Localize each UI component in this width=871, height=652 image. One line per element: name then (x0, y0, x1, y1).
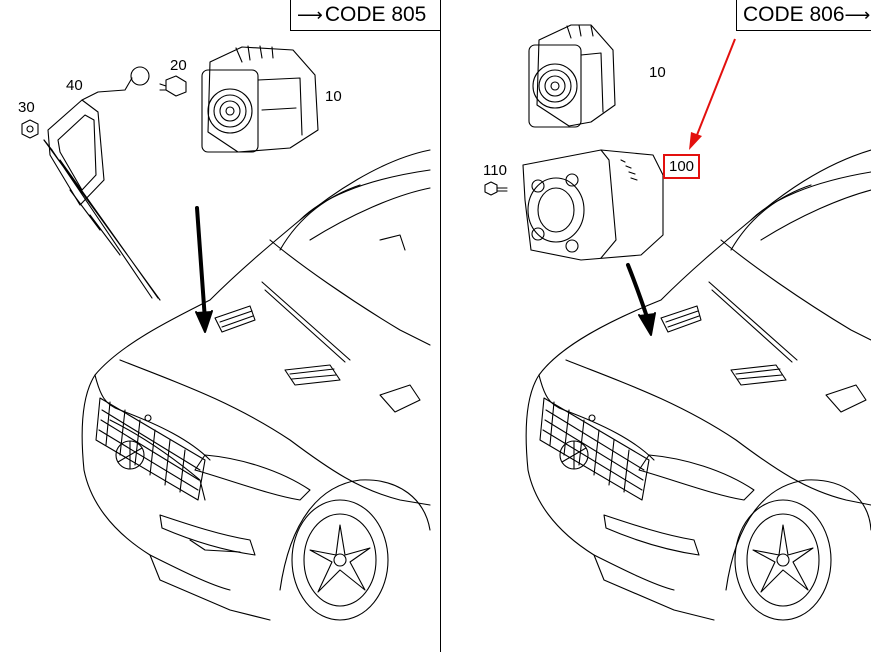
panel-code-806: CODE 806 ⟶ 10 110 100 (441, 0, 871, 652)
part-label-110: 110 (483, 162, 507, 179)
code-805-text: CODE 805 (324, 3, 427, 26)
code-arrow-icon: ⟶ (297, 4, 323, 25)
code-805-box: ⟶ CODE 805 (290, 0, 440, 31)
car-diagram-right (484, 24, 871, 621)
panel-divider (440, 0, 441, 652)
panel-code-805: ⟶ CODE 805 30 40 20 10 (18, 0, 440, 621)
car-diagram-left (21, 45, 431, 621)
part-label-20: 20 (170, 57, 187, 74)
part-label-40: 40 (66, 77, 83, 94)
part-label-10: 10 (325, 88, 342, 105)
code-arrow-icon: ⟶ (844, 4, 871, 25)
code-806-box: CODE 806 ⟶ (736, 0, 871, 31)
part-label-10: 10 (649, 64, 666, 81)
code-806-text: CODE 806 (743, 3, 845, 26)
part-label-30: 30 (18, 99, 35, 116)
part-label-100-highlighted: 100 (663, 154, 701, 179)
